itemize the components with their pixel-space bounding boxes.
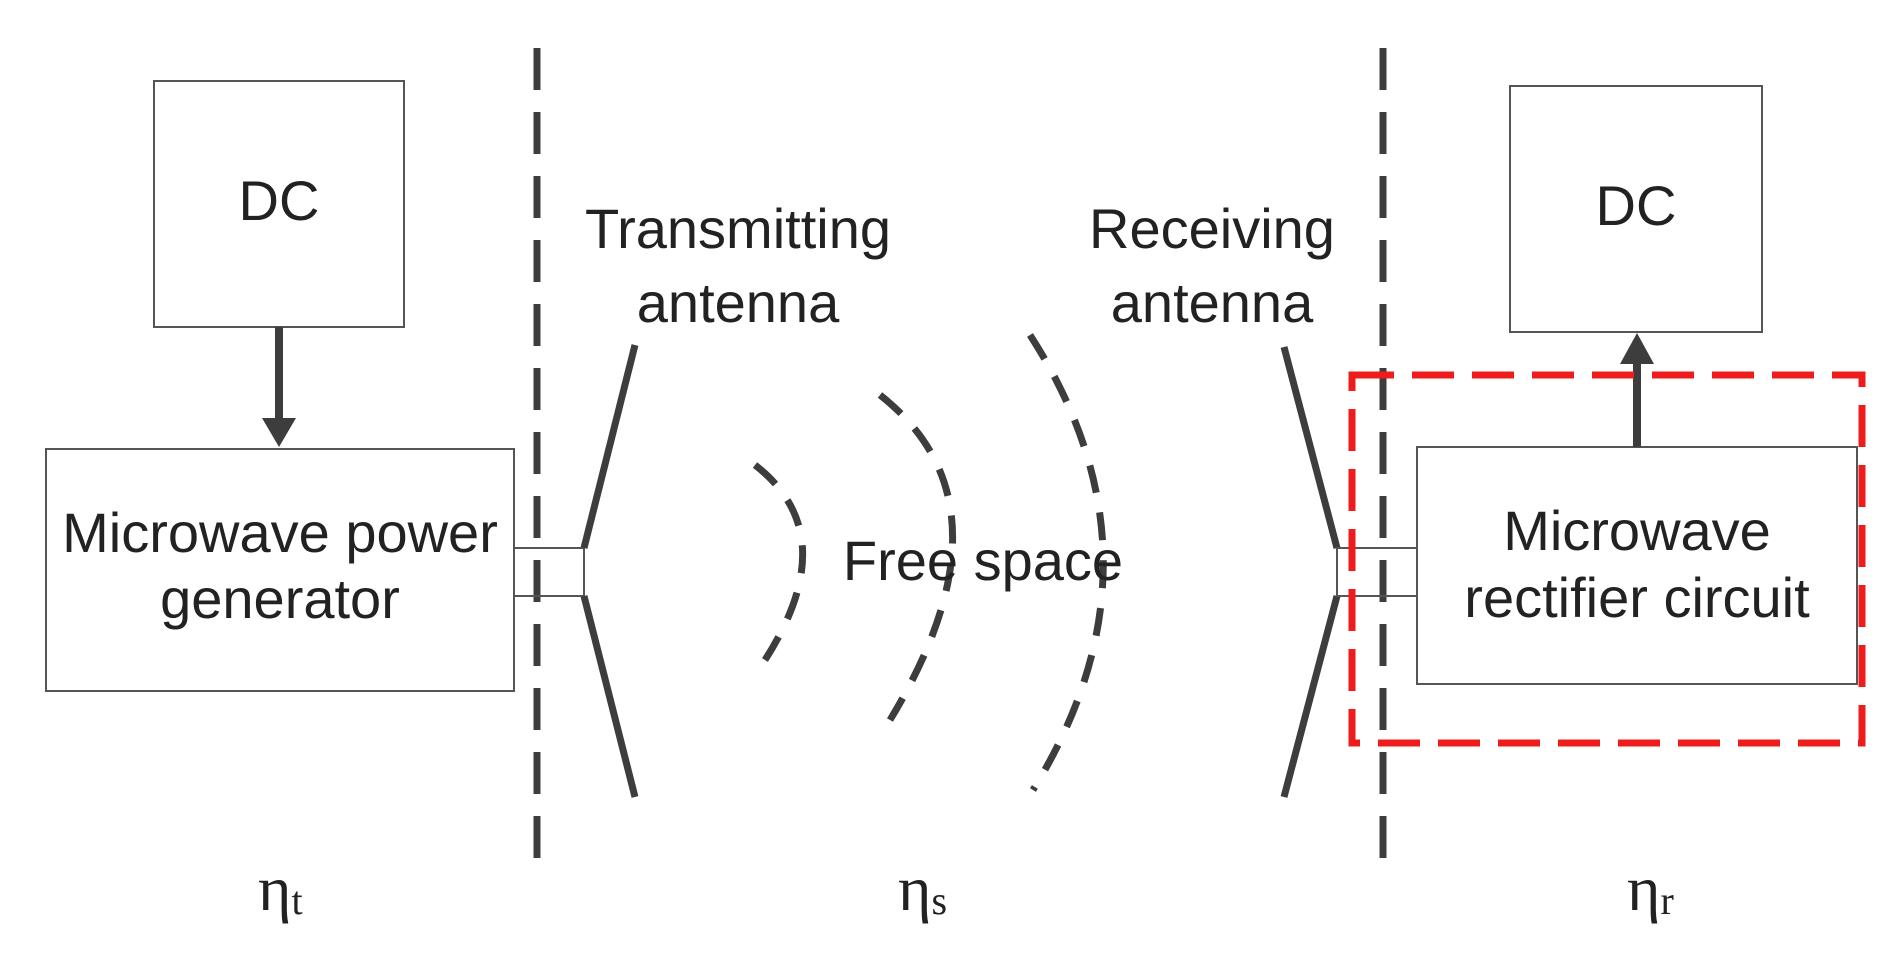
receiving-antenna-label-line2: antenna bbox=[1111, 271, 1314, 334]
rectifier-label-line1: Microwave bbox=[1503, 499, 1771, 562]
free-space-label: Free space bbox=[843, 529, 1123, 592]
receiving-antenna-label-line1: Receiving bbox=[1089, 197, 1335, 260]
dc-source-label: DC bbox=[239, 169, 320, 232]
generator-label-line2: generator bbox=[160, 567, 400, 630]
rectifier-highlight-box bbox=[1348, 371, 1866, 747]
receive-efficiency-label: ηr bbox=[1627, 853, 1674, 924]
space-efficiency-label: ηs bbox=[898, 853, 947, 924]
transmitting-antenna-lower bbox=[580, 595, 639, 798]
eta-subscript: s bbox=[931, 878, 947, 923]
dc-load-label: DC bbox=[1596, 174, 1677, 237]
transmitting-antenna-upper bbox=[580, 344, 639, 549]
eta-subscript: r bbox=[1660, 878, 1673, 923]
rectifier-label-line2: rectifier circuit bbox=[1464, 566, 1810, 629]
rectifier-to-dc-arrowhead bbox=[1620, 333, 1654, 364]
eta-subscript: t bbox=[291, 878, 302, 923]
transmitting-antenna-label-line1: Transmitting bbox=[585, 197, 891, 260]
wavefront-middle bbox=[877, 392, 956, 722]
generator-label-line1: Microwave power bbox=[62, 501, 498, 564]
wavefront-outer bbox=[1027, 333, 1107, 792]
eta-symbol: η bbox=[1627, 853, 1660, 924]
wavefront-inner bbox=[752, 462, 806, 662]
eta-symbol: η bbox=[258, 853, 291, 924]
transmit-feed-line bbox=[513, 547, 585, 597]
dc-to-generator-arrowhead bbox=[262, 418, 296, 447]
receiving-antenna-lower bbox=[1280, 595, 1341, 798]
receiving-antenna-upper bbox=[1280, 346, 1341, 549]
transmitting-antenna-label-line2: antenna bbox=[637, 271, 840, 334]
dc-load-box bbox=[1509, 85, 1763, 333]
transmit-efficiency-label: ηt bbox=[258, 853, 303, 924]
eta-symbol: η bbox=[898, 853, 931, 924]
